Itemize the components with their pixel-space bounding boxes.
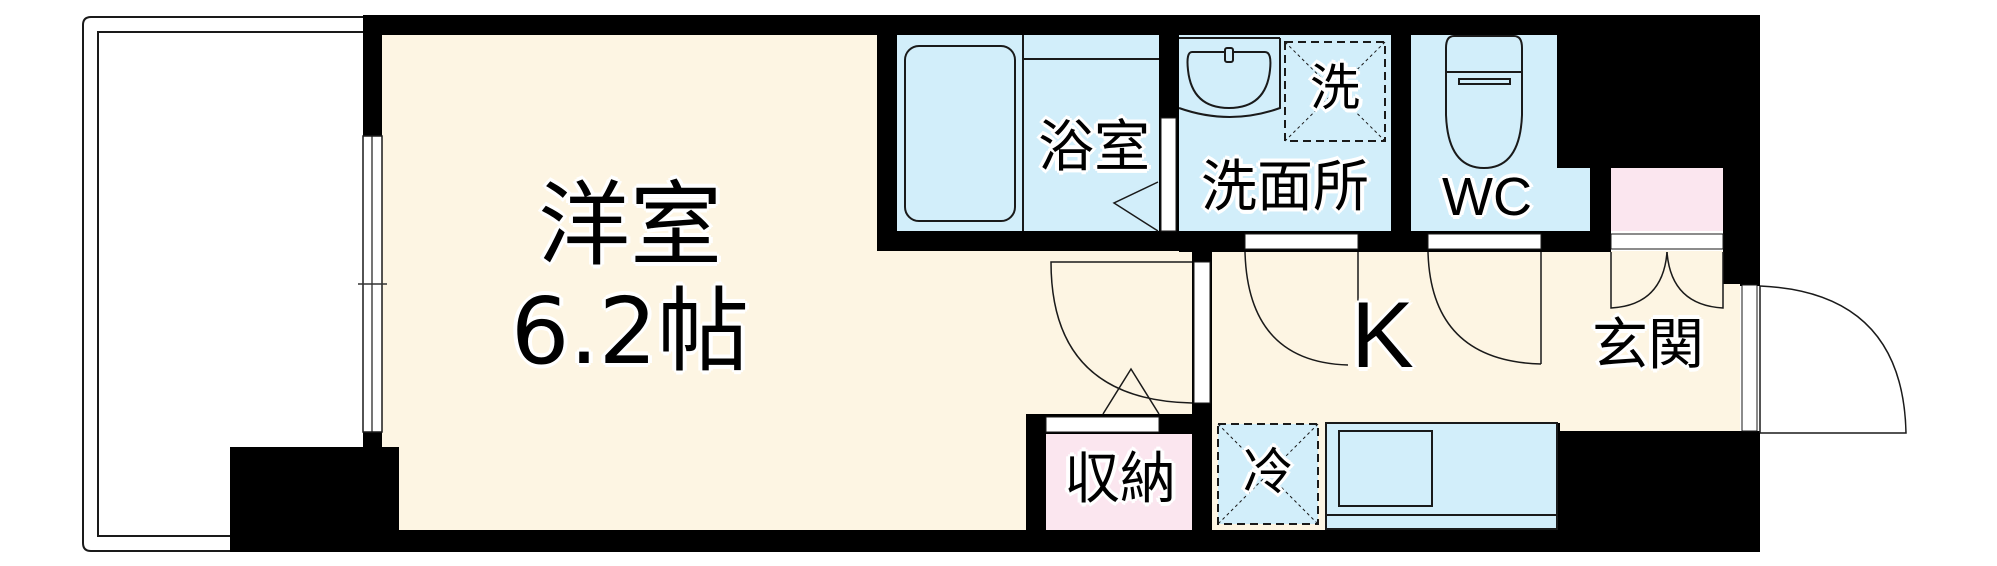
washer-label: 洗 (1310, 59, 1360, 117)
balcony-window (358, 135, 387, 433)
kitchen-fixtures (1217, 422, 1558, 530)
washer-space-icon (1284, 41, 1386, 142)
bathroom (897, 35, 1177, 232)
kitchen-counter-icon (1325, 422, 1558, 530)
storage-closet (1045, 367, 1192, 530)
kitchen-label: K (1351, 282, 1414, 387)
washroom-label: 洗面所 (1201, 155, 1369, 220)
entrance-label: 玄関 (1592, 313, 1704, 378)
washroom (1178, 35, 1391, 231)
vanity-sink-icon (1178, 37, 1281, 118)
toilet-icon (1445, 35, 1523, 170)
shoe-cabinet (1610, 168, 1724, 309)
western-room-name: 洋室 (537, 172, 722, 279)
folding-door-icon (1102, 367, 1160, 415)
western-room-label: 洋室 6.2帖 (500, 170, 760, 388)
entrance-floor (1557, 251, 1740, 431)
doors (1050, 233, 1907, 434)
storage-label: 収納 (1064, 447, 1176, 512)
bathtub-icon (904, 45, 1016, 222)
folding-door-icon (1112, 181, 1159, 232)
balcony (82, 16, 363, 552)
western-room-size: 6.2帖 (510, 278, 750, 385)
toilet-room (1411, 35, 1590, 231)
fridge-label: 冷 (1243, 443, 1293, 501)
fridge-space-icon (1217, 423, 1319, 525)
toilet-label: WC (1442, 167, 1532, 227)
bathroom-label: 浴室 (1038, 115, 1150, 180)
